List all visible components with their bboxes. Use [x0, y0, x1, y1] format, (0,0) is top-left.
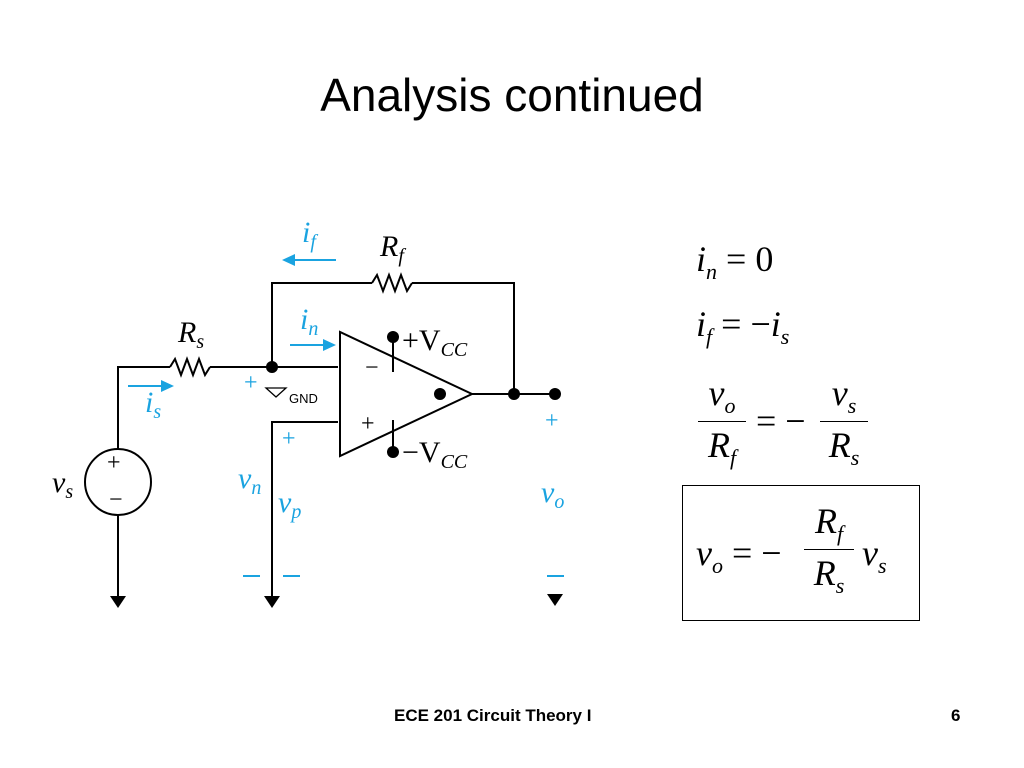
fraction-vo-over-rf: vo Rf: [698, 372, 746, 471]
ground-arrow-left: [110, 596, 126, 608]
fraction-rf-over-rs: Rf Rs: [804, 500, 854, 599]
wire-feedback-right: [412, 282, 515, 394]
arrow-is-head: [161, 380, 174, 392]
ground-arrow-mid: [264, 596, 280, 608]
label-is: is: [145, 386, 161, 423]
label-vcc-pos: +VCC: [402, 324, 468, 361]
label-vp: vp: [278, 486, 301, 523]
op-amp-minus-sign: −: [365, 355, 379, 381]
label-vs: vs: [52, 466, 73, 503]
op-amp-output-dot: [434, 388, 446, 400]
vp-plus-sign: +: [282, 426, 296, 452]
vo-plus-sign: +: [545, 408, 559, 434]
node-dot-output: [508, 388, 520, 400]
resistor-rf: [371, 272, 413, 294]
boxed-lhs-vo: vo = −: [696, 533, 782, 578]
wire-feedback-left: [271, 282, 372, 367]
wire-plus-input: [271, 421, 338, 600]
equation-if-neg-is: if = −is: [696, 304, 790, 349]
label-rf: Rf: [379, 230, 406, 267]
arrow-in-head: [323, 339, 336, 351]
voltage-source-circle: [84, 448, 152, 516]
boxed-rhs-vs: vs: [862, 533, 887, 578]
arrow-if-head: [282, 254, 295, 266]
op-amp-triangle: [339, 330, 475, 458]
circuit-wires: [84, 272, 555, 600]
result-box: [682, 485, 920, 621]
gnd-icon: [264, 387, 288, 398]
terminal-dot-vcc-neg: [387, 446, 399, 458]
vn-plus-sign: +: [244, 370, 258, 396]
terminal-dot-vcc-pos: [387, 331, 399, 343]
footer-course-name: ECE 201 Circuit Theory I: [394, 706, 592, 725]
label-in: in: [300, 303, 318, 340]
slide-title: Analysis continued: [320, 69, 704, 121]
terminal-dot-output: [549, 388, 561, 400]
fraction-vs-over-rs: vs Rs: [820, 372, 868, 471]
node-dot-inverting: [266, 361, 278, 373]
current-voltage-annotations: if in is vn vp vo + + +: [145, 216, 564, 523]
equation-in-zero: in = 0: [696, 239, 774, 284]
label-gnd: GND: [289, 391, 318, 406]
label-if: if: [302, 216, 318, 253]
wire-vs-top: [117, 366, 170, 450]
label-vcc-neg: −VCC: [402, 436, 468, 473]
ground-arrow-right: [547, 594, 563, 606]
source-minus-sign: −: [109, 487, 123, 513]
source-plus-sign: +: [107, 450, 121, 476]
label-vo: vo: [541, 476, 564, 513]
current-arrows: [128, 254, 336, 392]
ground-arrows: [110, 594, 563, 608]
equation3-operator: = −: [756, 401, 806, 441]
op-amp-plus-sign: +: [361, 411, 375, 437]
label-vn: vn: [238, 462, 261, 499]
junction-dots: [266, 331, 561, 458]
footer-page-number: 6: [951, 706, 961, 725]
label-rs: Rs: [177, 316, 204, 353]
resistor-rs: [169, 356, 211, 378]
